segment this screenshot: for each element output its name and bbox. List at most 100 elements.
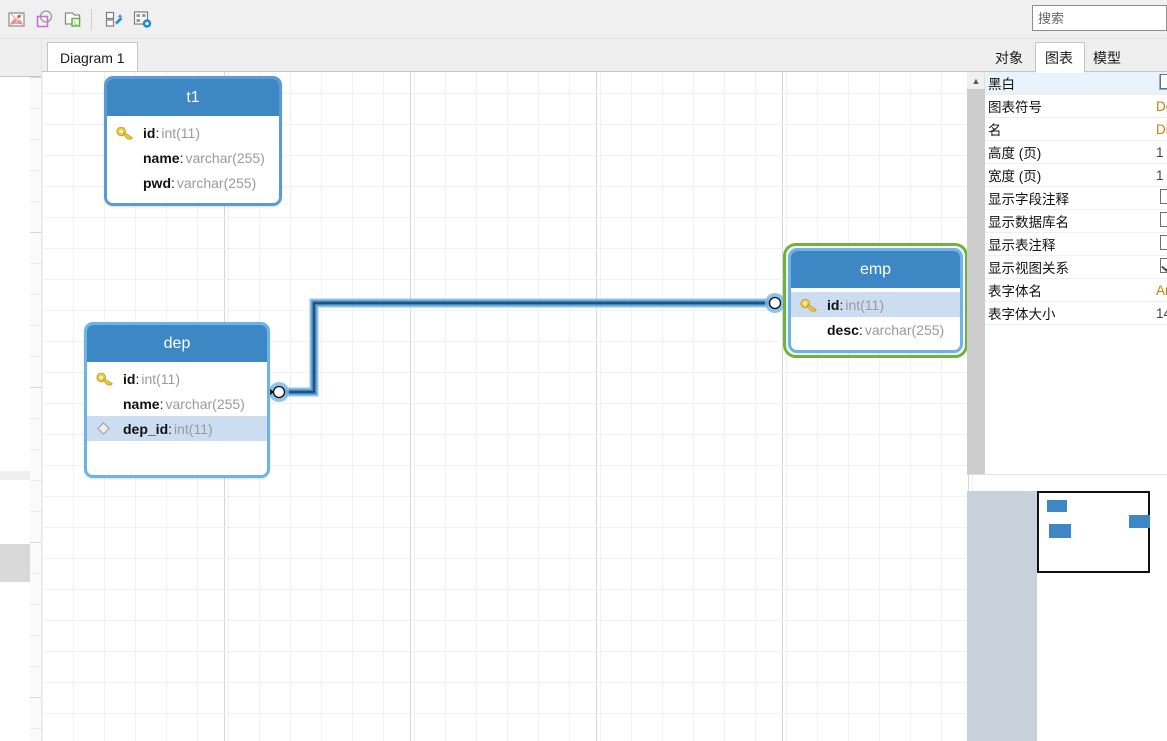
checkbox-unchecked[interactable] — [1160, 235, 1167, 250]
field-name: pwd — [143, 174, 171, 191]
checkbox-unchecked[interactable] — [1160, 212, 1167, 227]
property-value[interactable]: Ari — [1156, 282, 1167, 298]
entity-field-row[interactable]: id:int(11) — [107, 120, 279, 145]
property-label: 高度 (页) — [988, 146, 1042, 161]
property-row[interactable]: 显示数据库名 — [985, 210, 1167, 233]
property-row[interactable]: 高度 (页) 1 — [985, 141, 1167, 164]
field-type: varchar(255) — [176, 174, 257, 191]
property-tab-0[interactable]: 对象 — [995, 49, 1023, 66]
property-value[interactable]: Dia — [1156, 121, 1167, 137]
field-type: int(11) — [161, 124, 200, 141]
entity-title[interactable]: dep — [87, 325, 267, 362]
property-label: 图表符号 — [988, 100, 1042, 115]
property-row[interactable]: 名 Dia — [985, 118, 1167, 141]
property-row[interactable]: 显示字段注释 — [985, 187, 1167, 210]
checkbox-unchecked[interactable] — [1159, 74, 1167, 90]
field-name: name — [123, 395, 160, 412]
property-tab-1[interactable]: 图表 — [1035, 42, 1085, 73]
property-value[interactable] — [1152, 189, 1167, 207]
foreign-key-icon — [96, 421, 123, 436]
property-label: 黑白 — [988, 77, 1015, 92]
entity-field-row[interactable]: pwd:varchar(255) — [107, 170, 279, 195]
property-tab-2[interactable]: 模型 — [1093, 49, 1121, 66]
property-value[interactable]: 1 — [1156, 167, 1164, 183]
diagram-minimap[interactable] — [967, 491, 1167, 741]
tab-strip-base-line — [42, 71, 985, 72]
field-separator: : — [159, 395, 164, 412]
field-name: id — [143, 124, 156, 141]
property-value[interactable] — [1152, 258, 1167, 276]
field-separator: : — [168, 420, 173, 437]
dep-to-emp-relation — [264, 293, 785, 402]
property-row[interactable]: 表字体大小14 — [985, 302, 1167, 325]
entity-field-row[interactable]: desc:varchar(255) — [791, 317, 960, 342]
left-panel-header — [0, 39, 42, 77]
property-row[interactable]: 表字体名Ari — [985, 279, 1167, 302]
field-type: int(11) — [845, 296, 884, 313]
property-panel-scrollbar[interactable]: ▲ — [967, 72, 985, 474]
field-separator: : — [858, 321, 863, 338]
property-value[interactable] — [1152, 235, 1167, 253]
field-type: varchar(255) — [185, 149, 265, 166]
field-separator: : — [179, 149, 184, 166]
minimap-viewport[interactable] — [1037, 491, 1151, 573]
vertical-ruler — [30, 77, 42, 741]
field-separator: : — [155, 124, 160, 141]
property-value[interactable]: 14 — [1156, 305, 1167, 321]
entity-title[interactable]: emp — [791, 251, 960, 288]
checkbox-unchecked[interactable] — [1160, 189, 1167, 204]
primary-key-icon — [800, 298, 817, 312]
checkbox-checked[interactable] — [1160, 258, 1167, 273]
property-row[interactable]: 宽度 (页)1 — [985, 164, 1167, 187]
property-row[interactable]: 黑白 — [985, 72, 1167, 95]
property-label: 显示字段注释 — [988, 192, 1069, 207]
property-label: 显示表注释 — [988, 238, 1056, 253]
shape-overlap-icon[interactable] — [30, 6, 58, 33]
sync-model-icon[interactable] — [128, 6, 156, 33]
property-value[interactable] — [1152, 74, 1167, 92]
left-panel-edge — [41, 39, 42, 741]
entity-title[interactable]: t1 — [107, 79, 279, 116]
scrollbar-thumb[interactable] — [967, 89, 985, 474]
entity-field-row[interactable]: name:varchar(255) — [107, 145, 279, 170]
property-label: 显示视图关系 — [988, 261, 1069, 276]
property-value[interactable]: De — [1156, 98, 1167, 114]
minimap-overflow — [1150, 491, 1167, 573]
property-row[interactable]: 显示表注释 — [985, 233, 1167, 256]
entity-field-row[interactable]: dep_id:int(11) — [87, 416, 267, 441]
entity-field-row[interactable]: id:int(11) — [87, 366, 267, 391]
field-name: name — [143, 149, 180, 166]
search-box[interactable] — [1032, 5, 1167, 31]
left-panel-separator — [0, 471, 42, 480]
tab-diagram-1[interactable]: Diagram 1 — [47, 42, 138, 72]
search-input[interactable] — [1032, 5, 1167, 31]
primary-key-icon — [116, 126, 143, 140]
generate-script-icon[interactable] — [100, 6, 128, 33]
entity-field-list: id:int(11)name:varchar(255)pwd:varchar(2… — [107, 116, 279, 201]
property-list: 黑白图表符号De名Dia高度 (页)1宽度 (页)1显示字段注释显示数据库名显示… — [985, 72, 1167, 325]
entity-field-row[interactable]: name:varchar(255) — [87, 391, 267, 416]
primary-key-icon — [96, 372, 113, 386]
field-name: dep_id — [123, 420, 169, 437]
field-name: id — [827, 296, 840, 313]
property-row[interactable]: 显示视图关系 — [985, 256, 1167, 279]
minimap-backdrop — [967, 491, 1037, 741]
scroll-up-icon[interactable]: ▲ — [971, 75, 981, 86]
field-separator: : — [839, 296, 844, 313]
entity-field-row[interactable]: id:int(11) — [791, 292, 960, 317]
field-separator: : — [171, 174, 175, 191]
property-value[interactable] — [1152, 212, 1167, 230]
entity-field-list: id:int(11)name:varchar(255)dep_id:int(11… — [87, 362, 267, 447]
image-broken-icon[interactable] — [2, 6, 30, 33]
property-value[interactable]: 1 — [1156, 144, 1164, 160]
property-label: 名 — [988, 123, 1002, 138]
property-row[interactable]: 图表符号 De — [985, 95, 1167, 118]
foreign-key-icon — [97, 422, 110, 435]
layer-icon[interactable]: L — [58, 6, 86, 33]
field-type: int(11) — [141, 370, 180, 387]
primary-key-icon — [800, 298, 827, 312]
